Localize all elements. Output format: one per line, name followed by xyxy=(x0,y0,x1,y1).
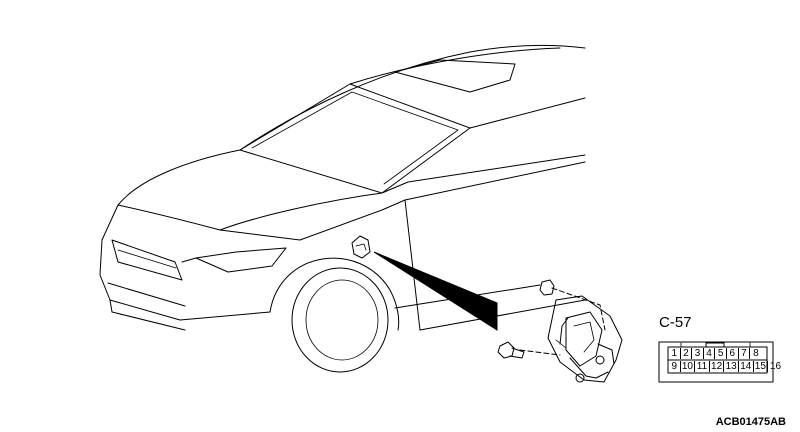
car-body-outline xyxy=(99,44,586,373)
sensor-bracket-assembly xyxy=(497,279,623,383)
connector-pin: 10 xyxy=(681,361,696,372)
connector-pin: 2 xyxy=(681,348,693,359)
figure-code: ACB01475AB xyxy=(715,416,786,428)
connector-pin: 11 xyxy=(695,361,710,372)
callout-pointer xyxy=(373,251,498,331)
connector-pin: 3 xyxy=(692,348,704,359)
connector-label: C-57 xyxy=(659,314,692,331)
connector-pin: 6 xyxy=(727,348,739,359)
connector-pin: 1 xyxy=(669,348,681,359)
connector-pin: 16 xyxy=(769,361,782,372)
connector-pin: 13 xyxy=(724,361,739,372)
connector-pin: 9 xyxy=(669,361,681,372)
connector-pin: 4 xyxy=(704,348,716,359)
connector-pin: 14 xyxy=(739,361,754,372)
connector-pin: 15 xyxy=(754,361,769,372)
connector-pin: 7 xyxy=(739,348,751,359)
sensor-location-icon xyxy=(351,235,371,259)
connector-pin: 8 xyxy=(753,348,759,359)
connector-face-outline xyxy=(658,341,774,383)
connector-pin: 12 xyxy=(710,361,725,372)
connector-pin: 5 xyxy=(715,348,727,359)
